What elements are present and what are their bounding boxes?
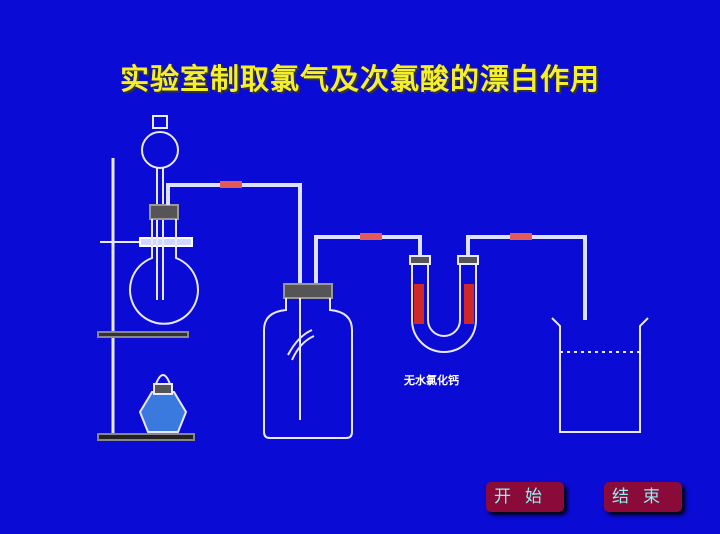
end-button[interactable]: 结束 [604,482,682,512]
round-bottom-flask [129,204,199,325]
beaker [551,317,649,433]
gas-washing-bottle [263,283,353,439]
gas-tubes [166,183,587,320]
u-tube [409,255,479,353]
separatory-funnel [141,115,179,300]
rubber-connector [220,181,242,188]
rubber-connector [510,233,532,240]
page-title: 实验室制取氯气及次氯酸的漂白作用 [119,62,600,96]
cacl2-label: 无水氯化钙 [404,374,459,387]
start-button[interactable]: 开始 [486,482,564,512]
alcohol-lamp [138,374,188,433]
iron-stand [97,158,195,441]
rubber-connector [360,233,382,240]
